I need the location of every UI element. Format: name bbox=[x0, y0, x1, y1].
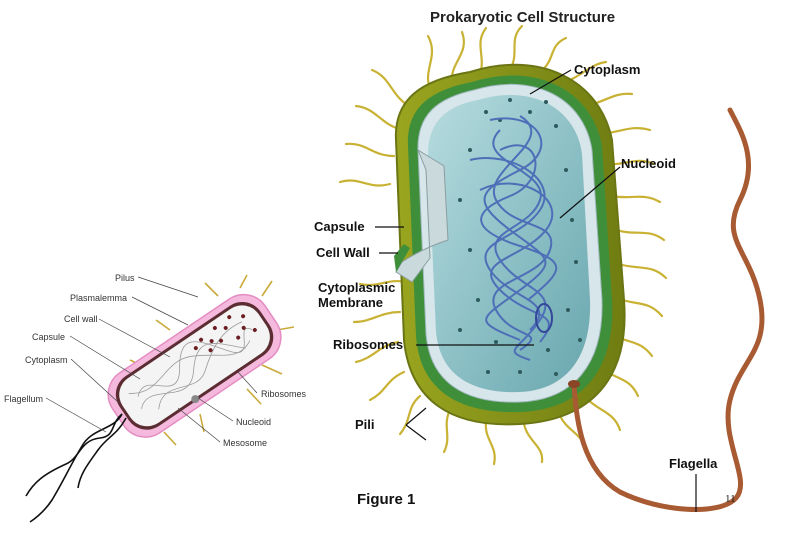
main-label-flagella: Flagella bbox=[669, 456, 718, 471]
small-label-pilus: Pilus bbox=[115, 273, 135, 283]
diagram-title: Prokaryotic Cell Structure bbox=[430, 9, 615, 26]
small-ribosomes bbox=[193, 314, 257, 353]
main-label-cytoplasmic-line2: Membrane bbox=[318, 295, 383, 310]
main-label-pili: Pili bbox=[355, 417, 375, 432]
main-label-nucleoid: Nucleoid bbox=[621, 156, 676, 171]
main-label-cytoplasmic-line1: Cytoplasmic bbox=[318, 280, 395, 295]
main-label-capsule: Capsule bbox=[314, 219, 365, 234]
figure-caption: Figure 1 bbox=[357, 491, 415, 508]
main-cutaway-flap bbox=[395, 148, 449, 283]
small-label-plasmalemma: Plasmalemma bbox=[70, 293, 127, 303]
small-label-nucleoid: Nucleoid bbox=[236, 417, 271, 427]
small-label-cell-wall: Cell wall bbox=[64, 314, 98, 324]
page-number: 11 bbox=[725, 493, 736, 505]
small-nucleoid bbox=[128, 321, 253, 410]
small-flagellum bbox=[25, 413, 127, 523]
main-label-cell-wall: Cell Wall bbox=[316, 245, 370, 260]
small-label-mesosome: Mesosome bbox=[223, 438, 267, 448]
small-label-capsule: Capsule bbox=[32, 332, 65, 342]
small-label-flagellum: Flagellum bbox=[4, 394, 43, 404]
small-label-ribosomes: Ribosomes bbox=[261, 389, 307, 399]
main-cell-diagram bbox=[338, 24, 765, 512]
main-ribosomes bbox=[458, 98, 582, 376]
main-flagella bbox=[571, 107, 765, 512]
main-label-ribosomes: Ribosomes bbox=[333, 337, 403, 352]
main-label-cytoplasm: Cytoplasm bbox=[574, 62, 640, 77]
small-cytoplasm bbox=[119, 305, 270, 427]
small-leader-lines bbox=[45, 276, 258, 443]
main-cytoplasm bbox=[428, 95, 591, 393]
main-flap-wall bbox=[394, 244, 410, 272]
main-nucleoid bbox=[469, 115, 558, 361]
small-mesosome bbox=[191, 395, 200, 404]
small-label-cytoplasm: Cytoplasm bbox=[25, 355, 68, 365]
main-leader-lines bbox=[375, 69, 697, 512]
small-cell-diagram: Pilus Plasmalemma Cell wall Capsule Cyto… bbox=[4, 273, 307, 523]
